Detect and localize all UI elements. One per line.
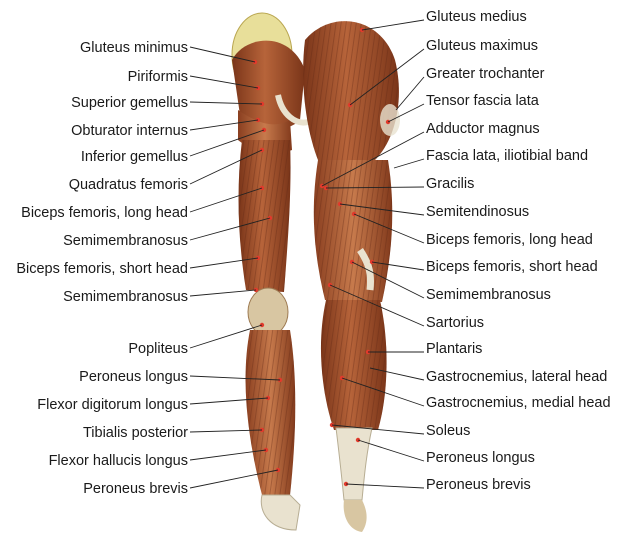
- right-label-peroneus-brevis: Peroneus brevis: [346, 477, 531, 493]
- left-label-obturator-internus: Obturator internus: [71, 120, 258, 139]
- left-label-gluteus-minimus: Gluteus minimus: [80, 40, 255, 62]
- label-flexor-digitorum-longus: Flexor digitorum longus: [37, 397, 188, 413]
- label-gastrocnemius-lateral-head: Gastrocnemius, lateral head: [426, 369, 607, 385]
- right-label-gastrocnemius-lateral-head: Gastrocnemius, lateral head: [370, 368, 607, 385]
- label-obturator-internus: Obturator internus: [71, 123, 188, 139]
- left-label-tibialis-posterior: Tibialis posterior: [83, 425, 262, 441]
- label-biceps-femoris-short-head: Biceps femoris, short head: [16, 261, 188, 277]
- label-fascia-lata-iliotibial-band: Fascia lata, iliotibial band: [426, 148, 588, 164]
- label-biceps-femoris-long-head: Biceps femoris, long head: [21, 205, 188, 221]
- label-peroneus-longus-left: Peroneus longus: [79, 369, 188, 385]
- label-gluteus-minimus: Gluteus minimus: [80, 40, 188, 56]
- label-soleus: Soleus: [426, 423, 470, 439]
- right-label-gluteus-medius: Gluteus medius: [362, 9, 527, 30]
- label-plantaris: Plantaris: [426, 341, 482, 357]
- label-adductor-magnus: Adductor magnus: [426, 121, 540, 137]
- left-label-flexor-digitorum-longus: Flexor digitorum longus: [37, 397, 268, 413]
- left-label-biceps-femoris-short-head: Biceps femoris, short head: [16, 258, 258, 277]
- label-semimembranosus-upper: Semimembranosus: [63, 233, 188, 249]
- label-biceps-femoris-short-head-right: Biceps femoris, short head: [426, 259, 598, 275]
- left-label-peroneus-brevis: Peroneus brevis: [83, 470, 278, 497]
- right-label-biceps-femoris-short-head: Biceps femoris, short head: [372, 259, 598, 275]
- label-superior-gemellus: Superior gemellus: [71, 95, 188, 111]
- label-peroneus-brevis-right: Peroneus brevis: [426, 477, 531, 493]
- label-flexor-hallucis-longus: Flexor hallucis longus: [49, 453, 188, 469]
- label-gastrocnemius-medial-head: Gastrocnemius, medial head: [426, 395, 611, 411]
- left-label-semimembranosus-lower: Semimembranosus: [63, 289, 256, 305]
- label-tensor-fascia-lata: Tensor fascia lata: [426, 93, 540, 109]
- left-label-popliteus: Popliteus: [128, 325, 262, 357]
- left-label-semimembranosus-upper: Semimembranosus: [63, 218, 270, 249]
- label-semimembranosus-right: Semimembranosus: [426, 287, 551, 303]
- label-popliteus: Popliteus: [128, 341, 188, 357]
- label-peroneus-longus-right: Peroneus longus: [426, 450, 535, 466]
- left-label-flexor-hallucis-longus: Flexor hallucis longus: [49, 450, 266, 469]
- label-gracilis: Gracilis: [426, 176, 474, 192]
- left-label-superior-gemellus: Superior gemellus: [71, 95, 262, 111]
- label-quadratus-femoris: Quadratus femoris: [69, 177, 188, 193]
- label-gluteus-maximus: Gluteus maximus: [426, 38, 538, 54]
- right-label-peroneus-longus: Peroneus longus: [358, 440, 535, 466]
- label-semimembranosus-lower: Semimembranosus: [63, 289, 188, 305]
- label-biceps-femoris-long-head-right: Biceps femoris, long head: [426, 232, 593, 248]
- label-tibialis-posterior: Tibialis posterior: [83, 425, 188, 441]
- label-sartorius: Sartorius: [426, 315, 484, 331]
- right-label-tensor-fascia-lata: Tensor fascia lata: [388, 93, 540, 122]
- label-gluteus-medius: Gluteus medius: [426, 9, 527, 25]
- label-peroneus-brevis-left: Peroneus brevis: [83, 481, 188, 497]
- label-piriformis: Piriformis: [128, 69, 188, 85]
- left-leg-deep-layer: [232, 13, 308, 530]
- leg-illustration: [232, 13, 400, 532]
- label-greater-trochanter: Greater trochanter: [426, 66, 545, 82]
- label-semitendinosus: Semitendinosus: [426, 204, 529, 220]
- right-label-fascia-lata-iliotibial-band: Fascia lata, iliotibial band: [394, 148, 588, 168]
- label-inferior-gemellus: Inferior gemellus: [81, 149, 188, 165]
- right-leg-superficial-layer: [303, 21, 400, 532]
